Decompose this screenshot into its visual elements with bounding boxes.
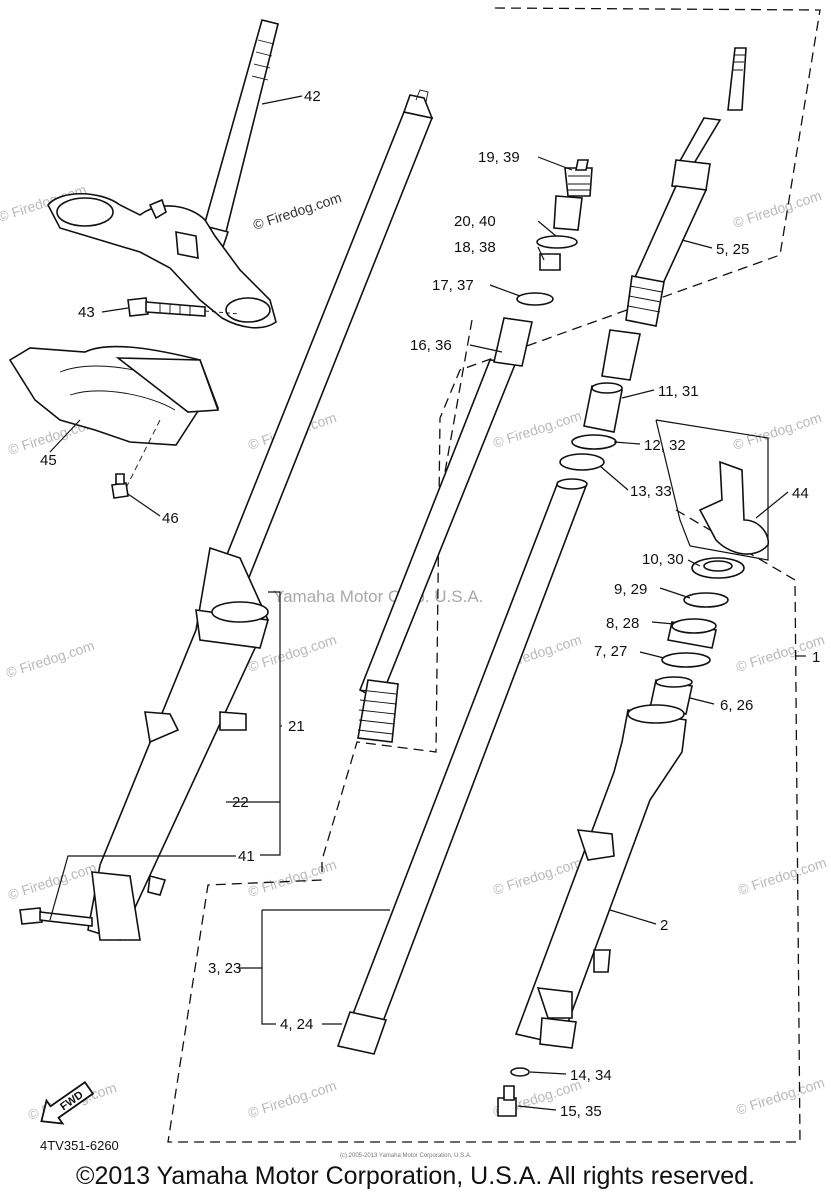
callout-46: 46 — [162, 510, 179, 527]
callout-7-27: 7, 27 — [594, 643, 627, 660]
callout-22: 22 — [232, 794, 249, 811]
callout-20-40: 20, 40 — [454, 213, 496, 230]
callout-16-36: 16, 36 — [410, 337, 452, 354]
watermark-text: © Firedog.com — [736, 854, 828, 898]
watermark-text: © Firedog.com — [491, 407, 583, 451]
callout-1: 1 — [812, 649, 820, 666]
callout-5-25: 5, 25 — [716, 241, 749, 258]
callout-18-38: 18, 38 — [454, 239, 496, 256]
under-bracket — [47, 192, 277, 329]
callout-15-35: 15, 35 — [560, 1103, 602, 1120]
watermark-text: © Firedog.com — [731, 409, 823, 453]
watermark-text: © Firedog.com — [734, 1074, 826, 1118]
watermark-center: Yamaha Motor Corp. U.S.A. — [273, 587, 483, 606]
callout-labels: 42 43 45 46 21 22 41 19, 39 20, 40 18, 3… — [40, 88, 820, 1120]
callout-11-31: 11, 31 — [658, 383, 699, 400]
callout-19-39: 19, 39 — [478, 149, 520, 166]
watermark-text: © Firedog.com — [251, 189, 343, 233]
callout-14-34: 14, 34 — [570, 1067, 612, 1084]
callout-10-30: 10, 30 — [642, 551, 684, 568]
callout-42: 42 — [304, 88, 321, 105]
cover-45 — [8, 345, 220, 501]
damper-assembly-boundary — [439, 319, 473, 501]
callout-12-32: 12, 32 — [644, 437, 686, 454]
bolt-43 — [127, 297, 241, 317]
cover-44-boundary — [655, 419, 769, 561]
callout-13-33: 13, 33 — [630, 483, 672, 500]
callout-17-37: 17, 37 — [432, 277, 474, 294]
inner-tube-assembly-boundary — [321, 7, 821, 875]
diagram-code: 4TV351-6260 — [40, 1138, 119, 1153]
left-fork-assembly — [19, 89, 434, 941]
callout-6-26: 6, 26 — [720, 697, 753, 714]
damper-parts — [357, 159, 593, 743]
watermark-text: © Firedog.com — [6, 859, 98, 903]
watermark-text: © Firedog.com — [731, 187, 823, 231]
bolt-46 — [111, 473, 129, 499]
callout-8-28: 8, 28 — [606, 615, 639, 632]
inner-tube-parts — [336, 47, 769, 1055]
copyright-notice: ©2013 Yamaha Motor Corporation, U.S.A. A… — [76, 1162, 755, 1190]
watermark-text: © Firedog.com — [246, 856, 338, 900]
callout-45: 45 — [40, 452, 57, 469]
callout-43: 43 — [78, 304, 95, 321]
outer-tube-parts — [497, 557, 745, 1117]
watermark-text: © Firedog.com — [246, 1077, 338, 1121]
outer-tube-assembly-boundary — [167, 509, 801, 1143]
assembly-boundaries — [167, 7, 821, 1143]
callout-41: 41 — [238, 848, 255, 865]
tiny-credit: (c) 2005-2013 Yamaha Motor Corporation, … — [340, 1153, 472, 1159]
callout-4-24: 4, 24 — [280, 1016, 313, 1033]
front-fork-exploded-diagram: © Firedog.com © Firedog.com © Firedog.co… — [0, 7, 828, 1159]
callout-9-29: 9, 29 — [614, 581, 647, 598]
leader-lines — [49, 95, 806, 1111]
watermark-layer: © Firedog.com © Firedog.com © Firedog.co… — [0, 181, 828, 1123]
callout-44: 44 — [792, 485, 809, 502]
watermark-text: © Firedog.com — [4, 637, 96, 681]
callout-21: 21 — [288, 718, 305, 735]
callout-2: 2 — [660, 917, 668, 934]
callout-3-23: 3, 23 — [208, 960, 241, 977]
